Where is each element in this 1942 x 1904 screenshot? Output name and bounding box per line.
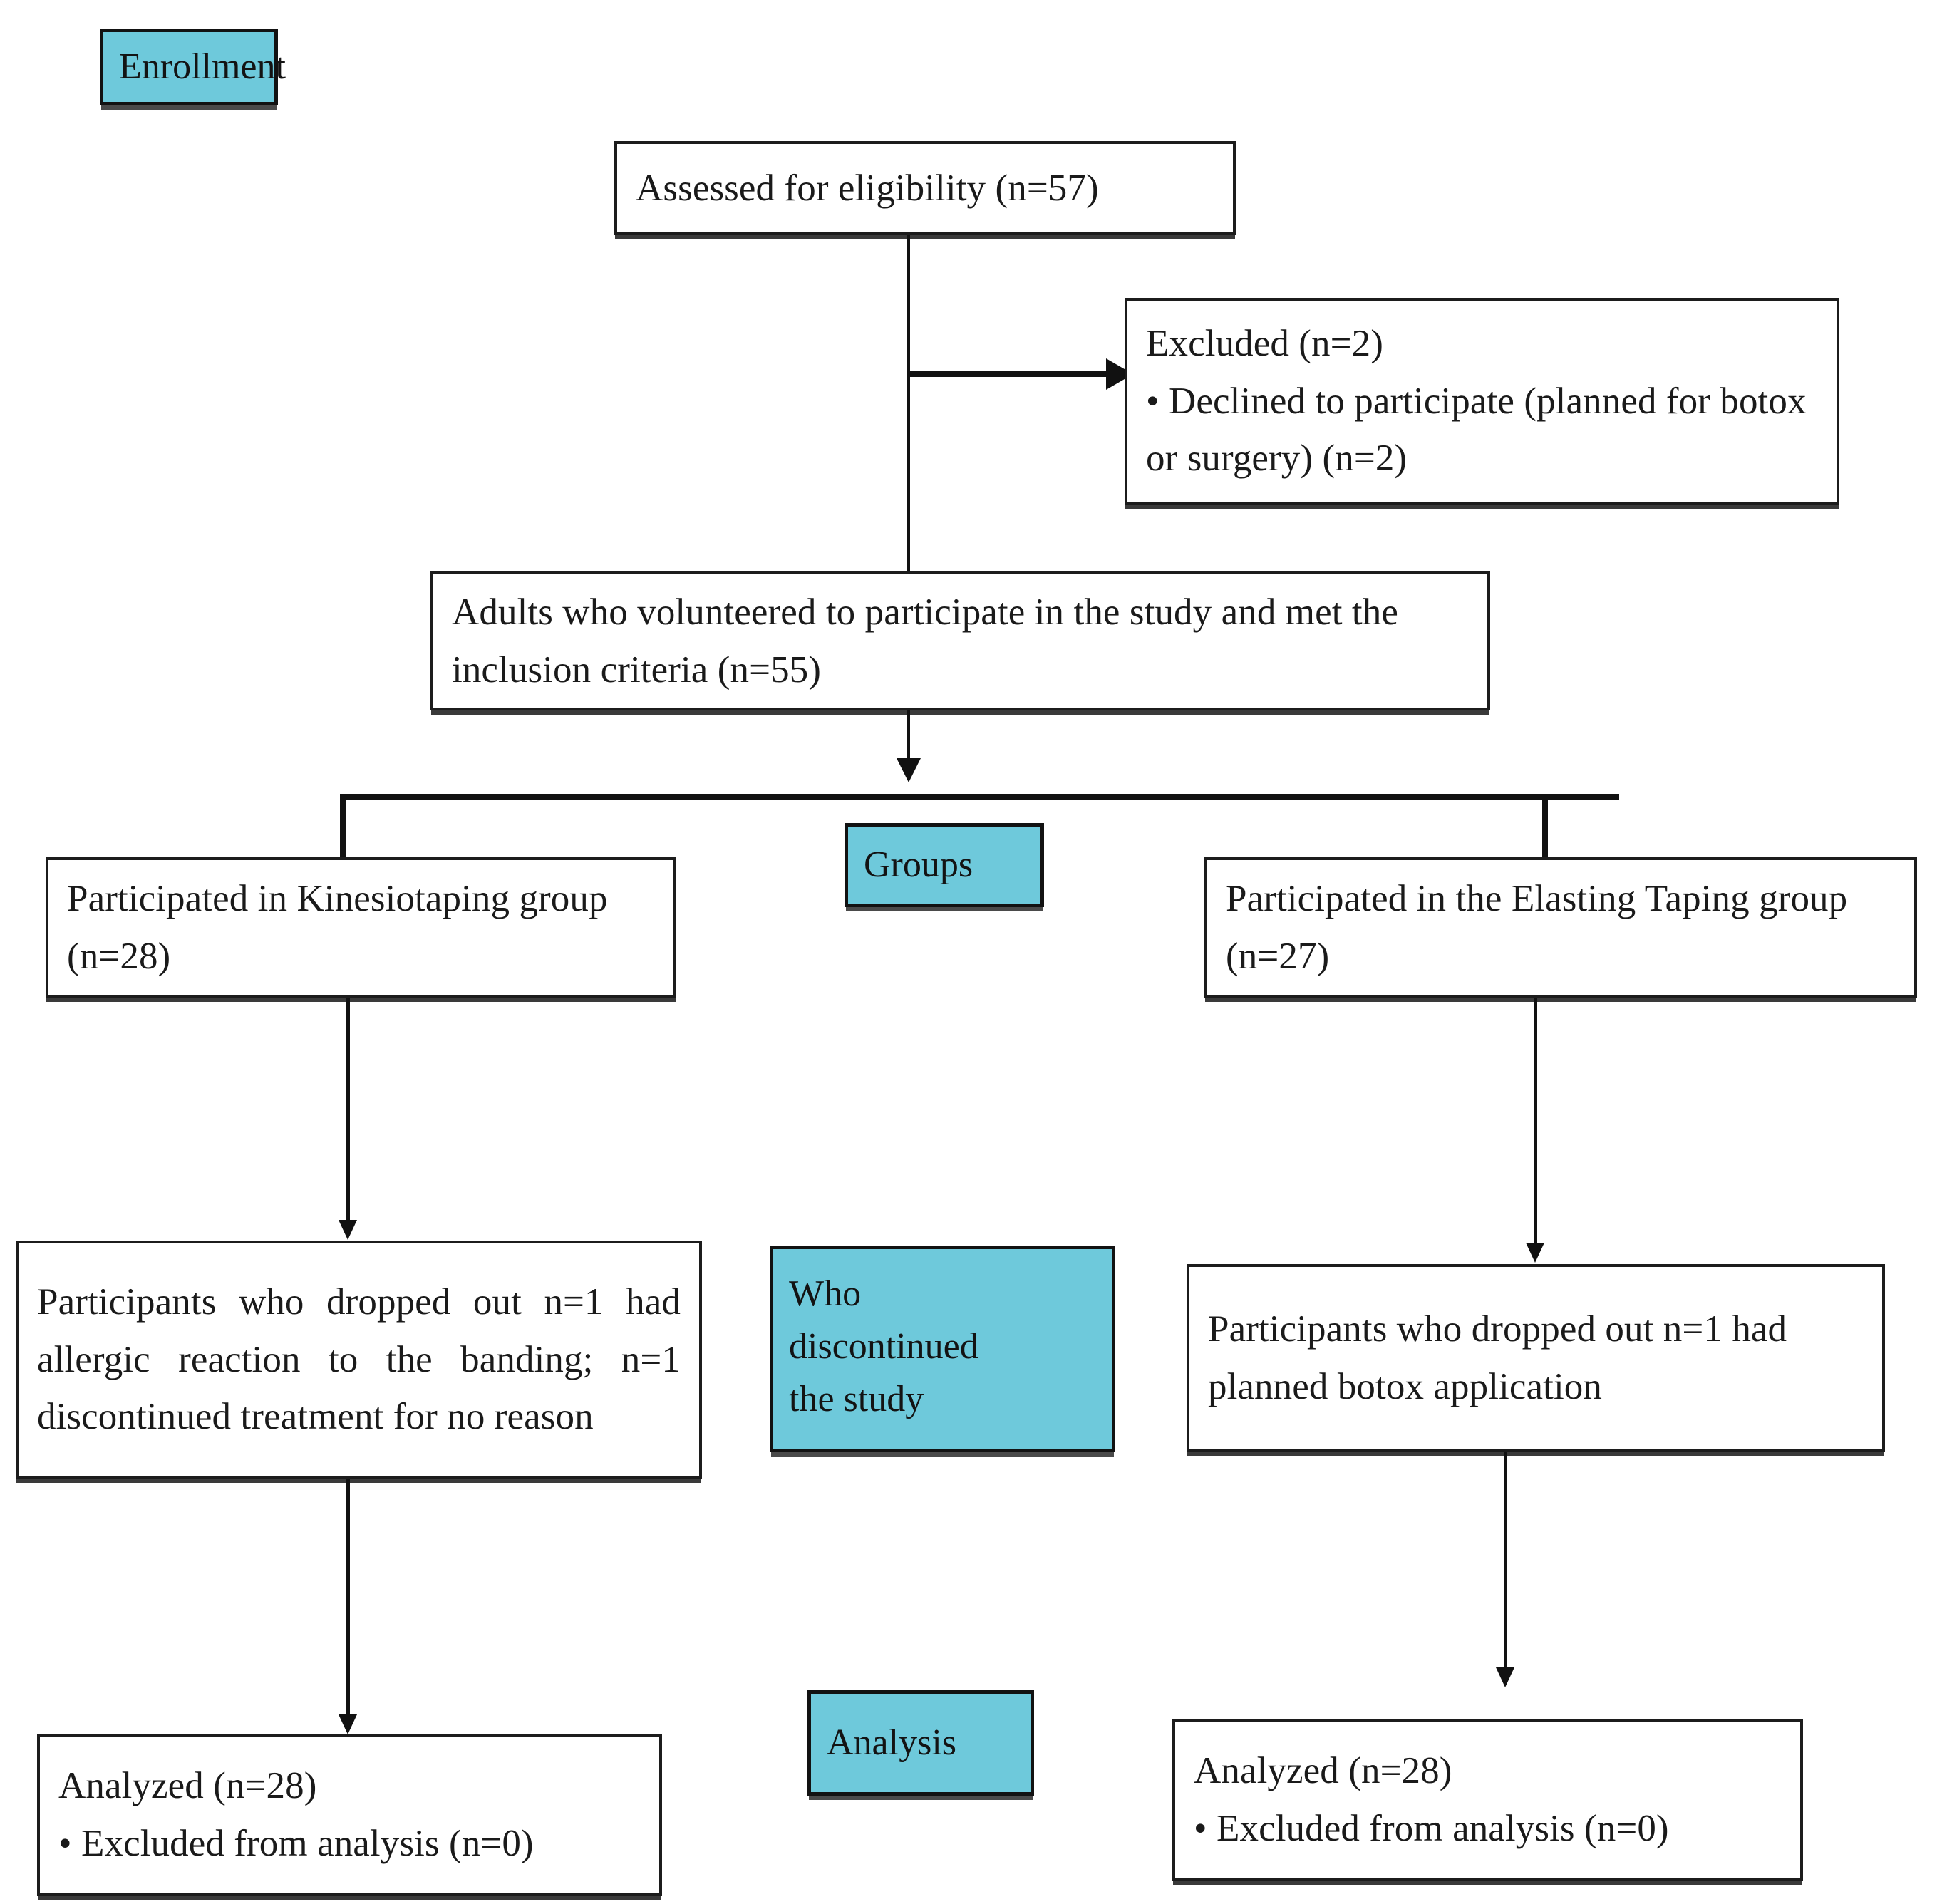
stage-label-analysis: Analysis [807, 1690, 1034, 1796]
arrow-to-analyzed-left [339, 1714, 357, 1734]
node-dropout-elasting-taping-text: Participants who dropped out n=1 had pla… [1208, 1308, 1787, 1407]
node-assessed-for-eligibility: Assessed for eligibility (n=57) [614, 141, 1236, 235]
node-volunteered-met-criteria: Adults who volunteered to participate in… [430, 571, 1490, 710]
stage-label-enrollment-text: Enrollment [119, 46, 286, 88]
node-excluded: Excluded (n=2) • Declined to participate… [1125, 298, 1839, 505]
connector-split-bar-groups [340, 794, 1619, 800]
stage-label-discontinued: Who discontinued the study [770, 1246, 1115, 1452]
arrow-to-dropout-left [339, 1220, 357, 1240]
node-dropout-kinesiotaping-text: Participants who dropped out n=1 had all… [37, 1281, 681, 1438]
node-volunteered-met-criteria-text: Adults who volunteered to participate in… [452, 591, 1398, 690]
stage-label-groups-text: Groups [864, 844, 973, 886]
stage-label-enrollment: Enrollment [100, 29, 286, 105]
arrow-to-analyzed-right [1496, 1667, 1514, 1687]
stage-label-groups: Groups [845, 823, 1044, 907]
node-dropout-kinesiotaping: Participants who dropped out n=1 had all… [16, 1241, 702, 1479]
stage-label-analysis-text: Analysis [827, 1722, 956, 1764]
node-analyzed-elasting-taping-bullet: • Excluded from analysis (n=0) [1194, 1808, 1669, 1849]
node-analyzed-elasting-taping-heading: Analyzed (n=28) [1194, 1750, 1452, 1792]
connector-split-left-drop [340, 794, 346, 872]
arrow-volunteered-down [897, 758, 921, 782]
node-analyzed-kinesiotaping: Analyzed (n=28) • Excluded from analysis… [37, 1734, 662, 1896]
node-analyzed-kinesiotaping-bullet: • Excluded from analysis (n=0) [58, 1823, 534, 1864]
node-dropout-elasting-taping: Participants who dropped out n=1 had pla… [1187, 1264, 1885, 1452]
connector-group-right-to-dropout-right [1534, 998, 1537, 1254]
connector-volunteered-down [907, 710, 910, 765]
connector-dropout-left-to-analyzed-left [346, 1479, 350, 1727]
node-assessed-for-eligibility-text: Assessed for eligibility (n=57) [636, 167, 1099, 209]
node-group-kinesiotaping: Participated in Kinesiotaping group (n=2… [46, 857, 676, 998]
connector-split-right-drop [1542, 794, 1548, 872]
node-excluded-bullet: • Declined to participate (planned for b… [1146, 380, 1807, 480]
node-analyzed-kinesiotaping-heading: Analyzed (n=28) [58, 1765, 317, 1807]
node-group-elasting-taping: Participated in the Elasting Taping grou… [1204, 857, 1917, 998]
node-group-kinesiotaping-text: Participated in Kinesiotaping group (n=2… [67, 877, 608, 977]
connector-group-left-to-dropout-left [346, 998, 350, 1231]
connector-assessed-to-volunteered [907, 235, 910, 574]
connector-branch-to-excluded [907, 371, 1112, 377]
node-group-elasting-taping-text: Participated in the Elasting Taping grou… [1226, 877, 1848, 977]
node-analyzed-elasting-taping: Analyzed (n=28) • Excluded from analysis… [1172, 1719, 1803, 1881]
connector-dropout-right-to-analyzed-right [1504, 1452, 1507, 1681]
node-excluded-heading: Excluded (n=2) [1146, 323, 1383, 365]
stage-label-discontinued-text: Who discontinued the study [789, 1273, 978, 1419]
arrow-to-dropout-right [1526, 1243, 1544, 1263]
